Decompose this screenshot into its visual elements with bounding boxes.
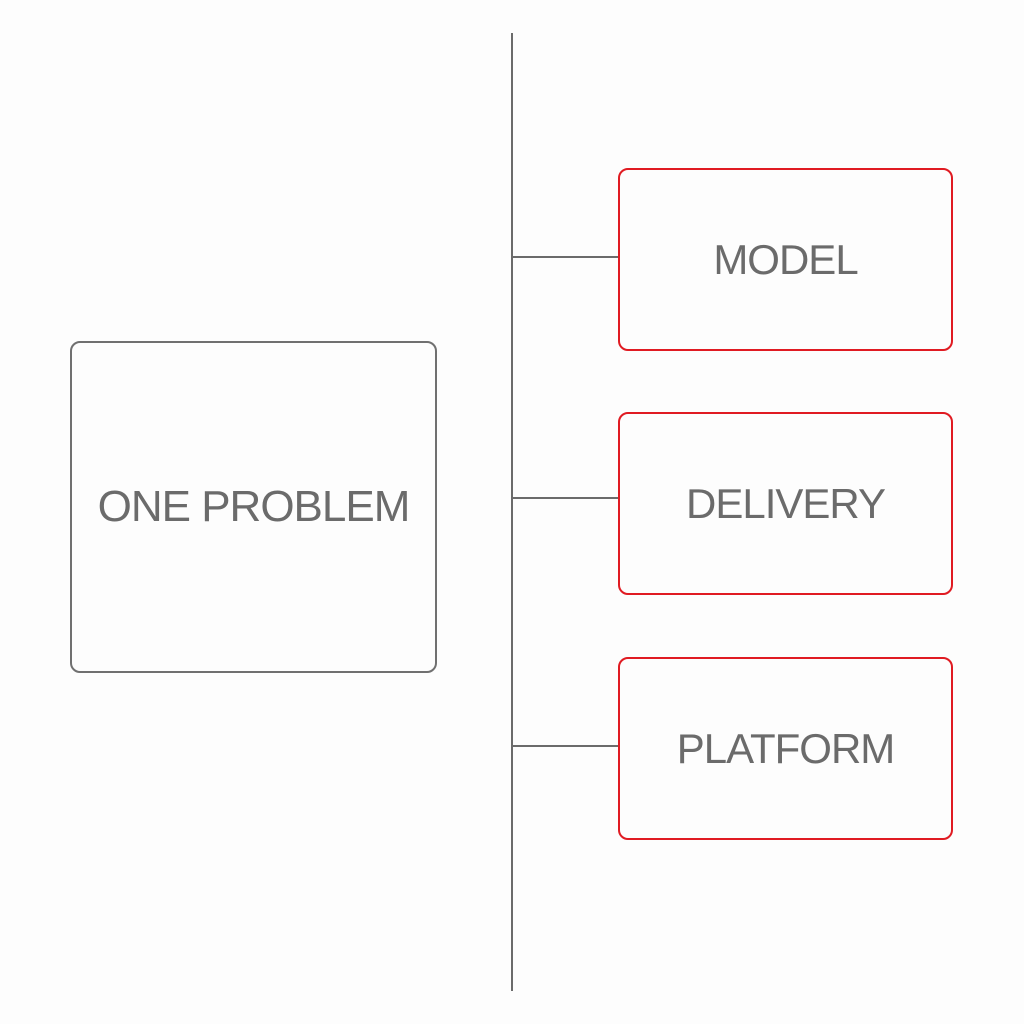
connector-branch-delivery	[513, 497, 619, 499]
item-label-model: MODEL	[713, 235, 858, 283]
problem-label: ONE PROBLEM	[97, 482, 411, 531]
connector-spine	[511, 33, 513, 991]
item-label-delivery: DELIVERY	[686, 479, 886, 527]
connector-branch-model	[513, 256, 619, 258]
item-box-model: MODEL	[618, 168, 953, 351]
item-box-delivery: DELIVERY	[618, 412, 953, 595]
item-label-platform: PLATFORM	[676, 724, 896, 772]
item-box-platform: PLATFORM	[618, 657, 953, 840]
problem-box: ONE PROBLEM	[70, 341, 437, 673]
connector-branch-platform	[513, 745, 619, 747]
